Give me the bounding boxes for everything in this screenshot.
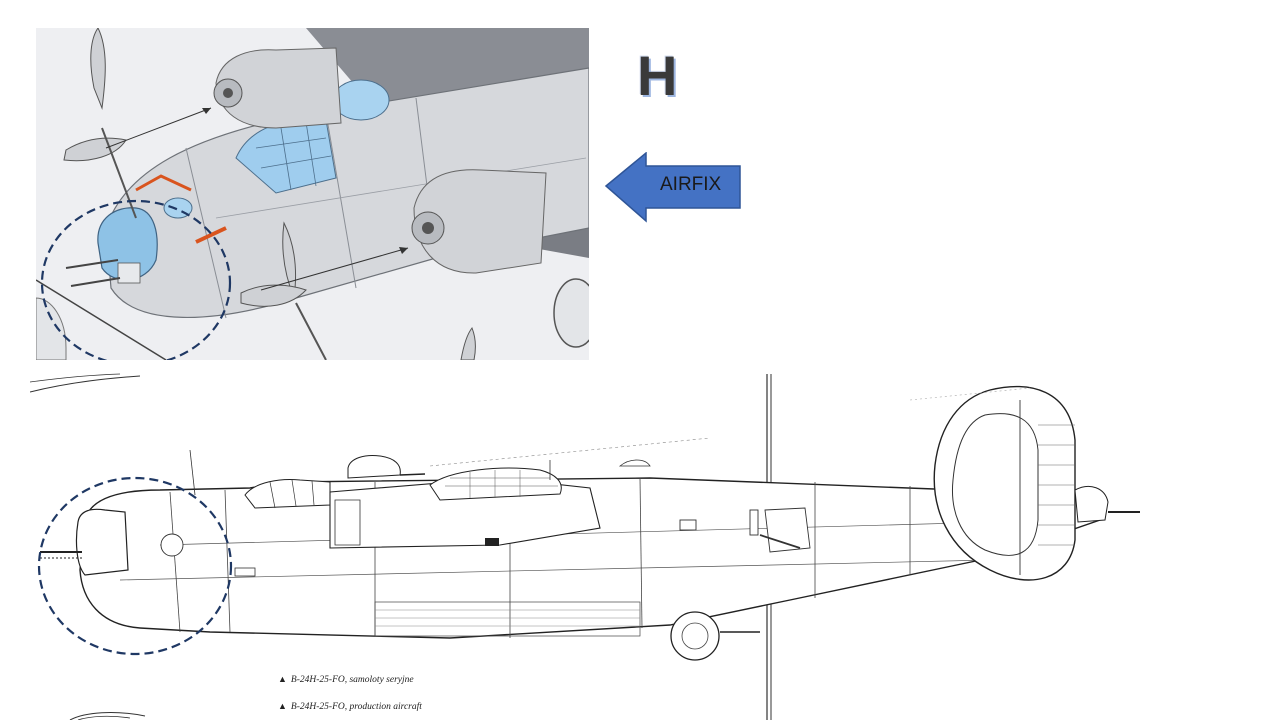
nose-turret-drawing [75, 508, 129, 576]
caption-english-text: B-24H-25-FO, production aircraft [290, 702, 422, 712]
tail-fin [933, 385, 1076, 581]
model-photo-illustration [36, 28, 589, 360]
model-photo [36, 28, 589, 360]
caption-polish: ▲B-24H-25-FO, samoloty seryjne [278, 674, 414, 685]
triangle-bullet-icon: ▲ [278, 674, 287, 684]
highlight-circle-photo [40, 199, 232, 360]
top-turret [332, 79, 390, 121]
propeller-blade [90, 28, 106, 110]
technical-drawing [30, 370, 1160, 720]
triangle-bullet-icon: ▲ [278, 701, 287, 711]
caption-polish-text: B-24H-25-FO, samoloty seryjne [290, 675, 414, 685]
arrow-label: AIRFIX [660, 174, 722, 195]
highlight-circle-drawing [37, 476, 233, 656]
fuselage [105, 67, 589, 318]
accent-mark [135, 174, 192, 192]
left-arrow-icon [604, 152, 741, 223]
slide-title: H [637, 44, 678, 107]
engine-nacelle-upper [215, 47, 342, 129]
main-wheel [553, 278, 589, 348]
caption-english: ▲B-24H-25-FO, production aircraft [278, 701, 422, 712]
